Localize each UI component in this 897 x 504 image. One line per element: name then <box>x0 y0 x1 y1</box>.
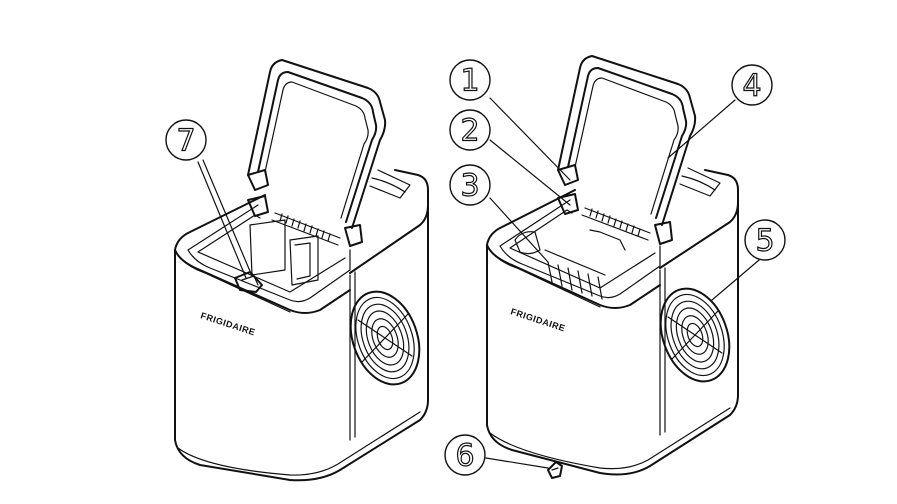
left-brand-label: FRIGIDAIRE <box>199 310 256 337</box>
callout-6-number: 6 <box>455 439 474 474</box>
callout-4: 4 <box>731 64 773 106</box>
callout-7-number: 7 <box>176 124 195 159</box>
left-top-rim <box>174 194 429 274</box>
left-lid <box>247 59 387 229</box>
right-lid <box>557 55 697 226</box>
callout-2: 2 <box>449 109 491 151</box>
leader-1 <box>489 97 571 181</box>
left-fan-grille <box>349 290 421 386</box>
leader-4 <box>667 99 736 159</box>
ice-maker-right: FRIGIDAIRE <box>486 55 739 479</box>
callout-5-number: 5 <box>755 224 774 259</box>
leader-7 <box>197 161 247 279</box>
leader-lines <box>197 97 766 469</box>
callout-2-number: 2 <box>460 114 479 149</box>
leader-6 <box>485 457 549 469</box>
left-water-sensor <box>234 271 263 293</box>
callout-1: 1 <box>449 59 491 101</box>
callout-1-number: 1 <box>460 64 479 99</box>
callout-7: 7 <box>165 119 207 161</box>
right-brand-label: FRIGIDAIRE <box>509 306 566 333</box>
callout-3: 3 <box>449 164 491 206</box>
left-body-outline <box>174 169 429 482</box>
left-opening <box>187 204 351 303</box>
right-drain-plug <box>547 461 563 479</box>
callout-4-number: 4 <box>742 69 761 104</box>
right-fan-grille <box>659 287 731 383</box>
leader-5 <box>711 254 766 301</box>
callout-5: 5 <box>744 219 786 261</box>
leader-2 <box>489 139 571 206</box>
callout-3-number: 3 <box>460 169 479 204</box>
ice-maker-left: FRIGIDAIRE <box>174 59 429 482</box>
callout-6: 6 <box>444 434 486 476</box>
right-body-outline <box>486 169 739 476</box>
leader-3 <box>489 197 549 263</box>
leader-7b <box>202 159 253 277</box>
